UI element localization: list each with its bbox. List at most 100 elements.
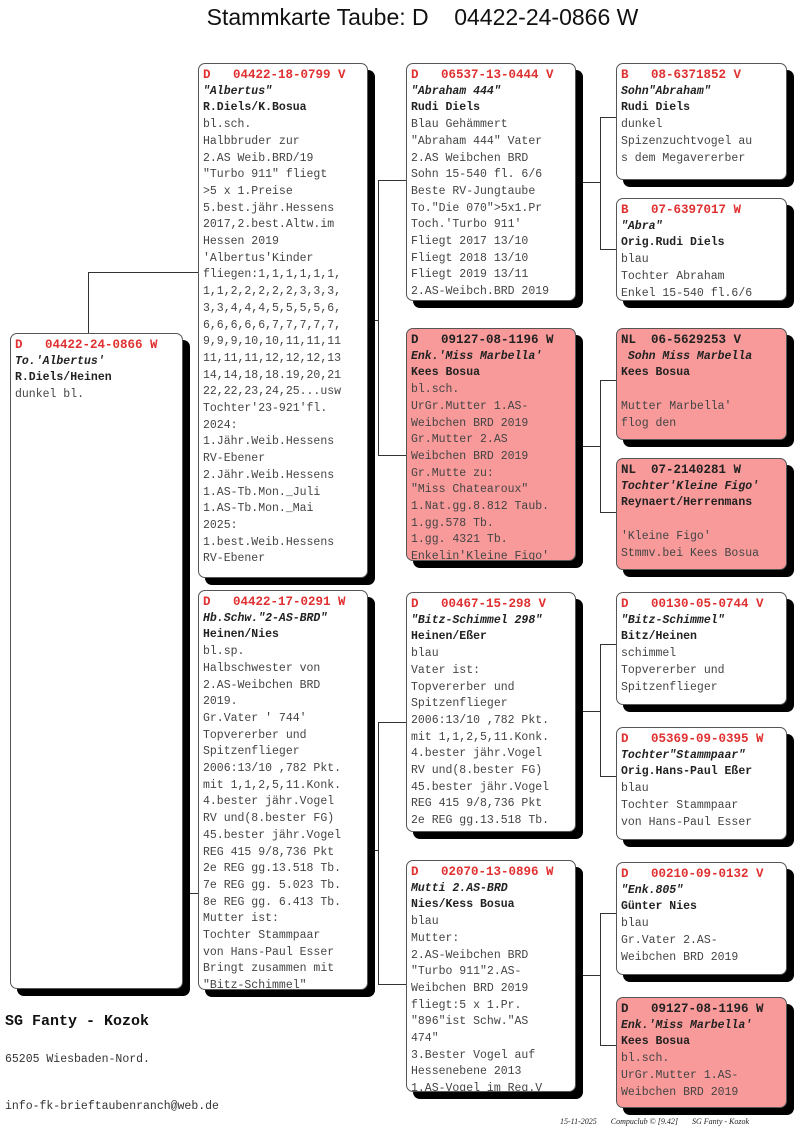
ring-number: D 09127-08-1196 W — [621, 1002, 764, 1016]
breeder: Kees Bosua — [621, 1035, 691, 1049]
info-line: 'Albertus'Kinder — [203, 251, 314, 265]
info-line — [621, 512, 782, 529]
breeder: Heinen/Eßer — [411, 630, 487, 644]
breeder: Heinen/Nies — [203, 628, 279, 642]
info-line: 1.best.Weib.Hessens — [203, 535, 335, 549]
ring-number: D 05369-09-0395 W — [621, 732, 764, 746]
info-line: Spitzenflieger — [203, 745, 300, 759]
info-line: Gr.Vater ' 744' — [203, 711, 307, 725]
info-line: blau — [411, 915, 439, 929]
pigeon-name: Mutti 2.AS-BRD — [411, 881, 508, 895]
info-line: 2006:13/10 ,782 Pkt. — [411, 713, 550, 727]
info-line: 1.AS-Vogel im Reg.V — [411, 1082, 543, 1092]
info-line: dunkel bl. — [15, 388, 85, 402]
info-line: 45.bester jähr.Vogel — [203, 828, 342, 842]
info-line: 2e REG gg.13.518 Tb. — [203, 862, 342, 876]
connector-line — [576, 446, 600, 447]
pigeon-card-mff[interactable]: D 00130-05-0744 V"Bitz-Schimmel"Bitz/Hei… — [616, 592, 787, 705]
ring-number: D 00130-05-0744 V — [621, 597, 764, 611]
info-line: >5 x 1.Preise — [203, 184, 293, 198]
pigeon-name: "Albertus" — [203, 84, 273, 98]
ring-number: B 08-6371852 V — [621, 68, 742, 82]
info-line: 11,11,11,12,12,12,13 — [203, 351, 342, 365]
info-line: Tochter'23-921'fl. — [203, 402, 328, 416]
info-line: REG 415 9/8,736 Pkt — [203, 845, 335, 859]
info-line: Fliegt 2017 13/10 — [411, 235, 529, 249]
connector-line — [600, 249, 616, 250]
info-line — [621, 382, 782, 399]
info-line: von Hans-Paul Esser — [203, 945, 335, 959]
info-line: Weibchen BRD 2019 — [621, 950, 739, 964]
info-line: Bringt zusammen mit — [203, 962, 335, 976]
info-line: Stmmv.bei Kees Bosua — [621, 546, 760, 560]
footer-owner: SG Fanty - Kozok — [691, 1117, 750, 1126]
info-line: Fliegt 2018 13/10 — [411, 251, 529, 265]
info-line: 4.bester jähr.Vogel — [411, 747, 543, 761]
info-line: 5.best.jähr.Hessens — [203, 201, 335, 215]
info-line: REG 415 9/8,736 Pkt — [411, 797, 543, 811]
info-line: RV und(8.bester FG) — [203, 812, 335, 826]
connector-line — [600, 644, 601, 776]
info-line: Weibchen BRD 2019 — [411, 981, 529, 995]
ring-number: D 04422-17-0291 W — [203, 595, 346, 609]
page-title: Stammkarte Taube: D 04422-24-0866 W — [206, 4, 639, 30]
info-line: 14,14,18,18.19,20,21 — [203, 368, 342, 382]
connector-line — [600, 380, 616, 381]
info-line: Beste RV-Jungtaube — [411, 184, 536, 198]
breeder: Günter Nies — [621, 900, 697, 914]
connector-line — [600, 913, 616, 914]
info-line: Hessenebene 2013 — [411, 1065, 522, 1079]
pigeon-name: Sohn"Abraham" — [621, 84, 711, 98]
breeder: R.Diels/Heinen — [15, 371, 112, 385]
info-line: 1.AS-Tb.Mon._Mai — [203, 502, 314, 516]
ring-number: D 00467-15-298 V — [411, 597, 547, 611]
info-line: Weibchen BRD 2019 — [621, 1085, 739, 1099]
info-line: Fliegt 2019 13/11 — [411, 268, 529, 282]
info-line: 2.AS Weibchen BRD — [411, 151, 529, 165]
info-line: 2006:13/10 ,782 Pkt. — [203, 762, 342, 776]
footer-software: Compuclub © [9.42] — [610, 1117, 678, 1126]
info-line: 2.AS Weib.BRD/19 — [203, 151, 314, 165]
info-line: 2024: — [203, 418, 238, 432]
info-line: 7e REG gg. 5.023 Tb. — [203, 878, 342, 892]
info-line: Halbbruder zur — [203, 134, 300, 148]
info-line: 1.Jähr.Weib.Hessens — [203, 435, 335, 449]
info-line: 9,9,9,10,10,11,11,11 — [203, 335, 342, 349]
info-line: 474" — [411, 1032, 439, 1046]
info-line: 2.AS-Weibchen BRD — [203, 678, 321, 692]
pigeon-card-father-father[interactable]: D 06537-13-0444 V"Abraham 444"Rudi Diels… — [406, 63, 576, 301]
info-line: Enkel 15-540 fl.6/6 — [621, 286, 753, 300]
info-line: 1,1,2,2,2,2,2,3,3,3, — [203, 285, 342, 299]
ring-number: B 07-6397017 W — [621, 203, 742, 217]
owner-name: SG Fanty - Kozok — [5, 1013, 150, 1030]
pigeon-card-mother-father[interactable]: D 00467-15-298 V"Bitz-Schimmel 298"Heine… — [406, 592, 576, 832]
info-line: 22,22,23,24,25...usw — [203, 385, 342, 399]
info-line: Tochter Abraham — [621, 269, 725, 283]
connector-line — [88, 272, 198, 273]
connector-line — [600, 117, 616, 118]
info-line: fliegen:1,1,1,1,1,1, — [203, 268, 342, 282]
info-line: Topvererber und — [203, 728, 307, 742]
info-line: Mutter: — [411, 931, 460, 945]
info-line: "896"ist Schw."AS — [411, 1015, 529, 1029]
pigeon-card-father[interactable]: D 04422-18-0799 V"Albertus"R.Diels/K.Bos… — [198, 63, 368, 578]
info-line: mit 1,1,2,5,11.Konk. — [411, 730, 550, 744]
ring-number: D 02070-13-0896 W — [411, 865, 554, 879]
connector-line — [600, 512, 616, 513]
connector-line — [378, 722, 379, 984]
info-line: Mutter ist: — [203, 912, 279, 926]
owner-email[interactable]: info-fk-brieftaubenranch@web.de — [5, 1100, 219, 1113]
breeder: Kees Bosua — [411, 366, 481, 380]
pigeon-name: "Abraham 444" — [411, 84, 501, 98]
